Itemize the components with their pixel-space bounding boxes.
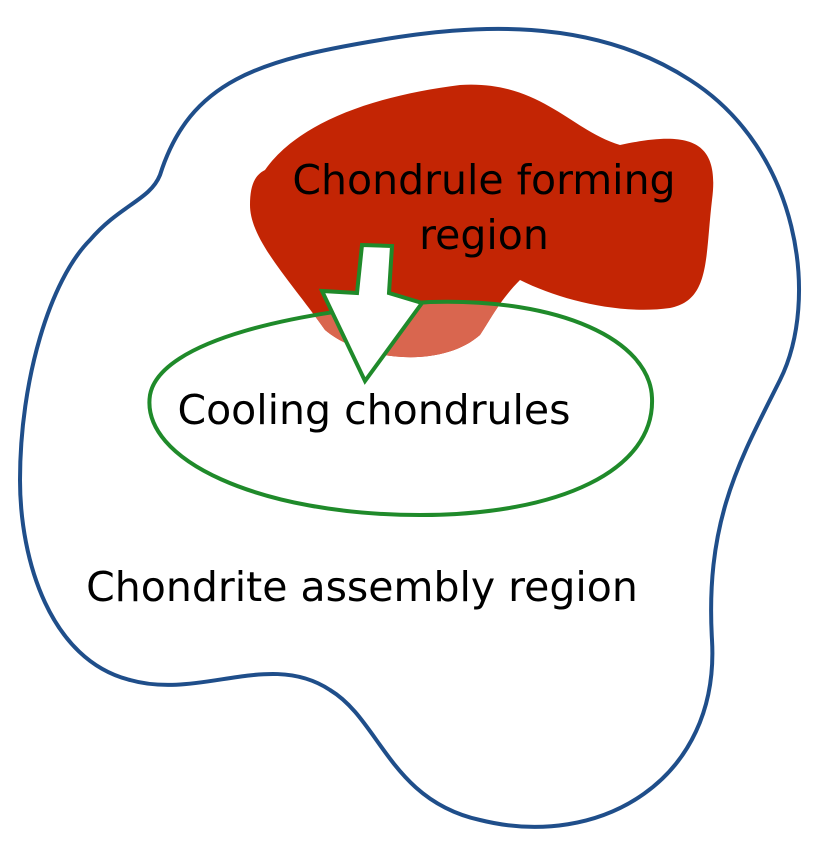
assembly-region-label: Chondrite assembly region (86, 563, 638, 611)
transfer-arrow (318, 242, 426, 385)
assembly-region-outline (17, 26, 801, 829)
forming-region-label-line2: region (419, 211, 549, 259)
cooling-region-label: Cooling chondrules (177, 386, 570, 434)
cooling-region-outline (147, 299, 655, 518)
forming-region-label-line1: Chondrule forming (292, 156, 675, 204)
